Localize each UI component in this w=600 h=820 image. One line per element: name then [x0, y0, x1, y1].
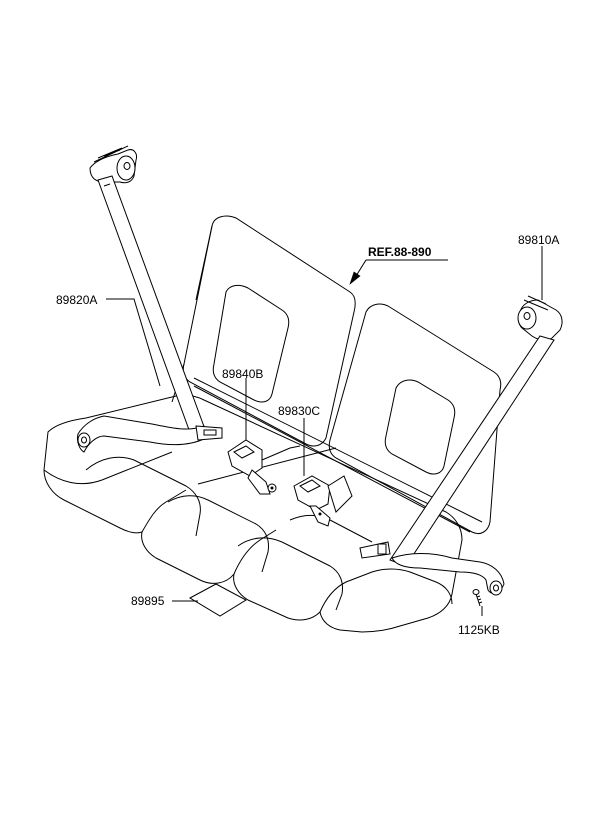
label-89820a: 89820A [56, 293, 97, 307]
buckle-center [293, 475, 353, 527]
seat-cushion [43, 394, 463, 633]
seat-back-left [171, 215, 356, 447]
bolt-part [472, 589, 483, 607]
label-89830c: 89830C [278, 404, 320, 418]
label-89895: 89895 [131, 594, 165, 608]
label-89810a: 89810A [518, 233, 559, 247]
leader-lines [106, 246, 543, 616]
reference-label: REF.88-890 [368, 245, 432, 259]
belt-right-assembly [359, 295, 563, 596]
pad-part [188, 583, 248, 617]
buckle-left [227, 439, 301, 495]
label-89840b: 89840B [222, 367, 263, 381]
label-1125kb: 1125KB [458, 623, 500, 637]
belt-left-assembly [77, 145, 223, 453]
